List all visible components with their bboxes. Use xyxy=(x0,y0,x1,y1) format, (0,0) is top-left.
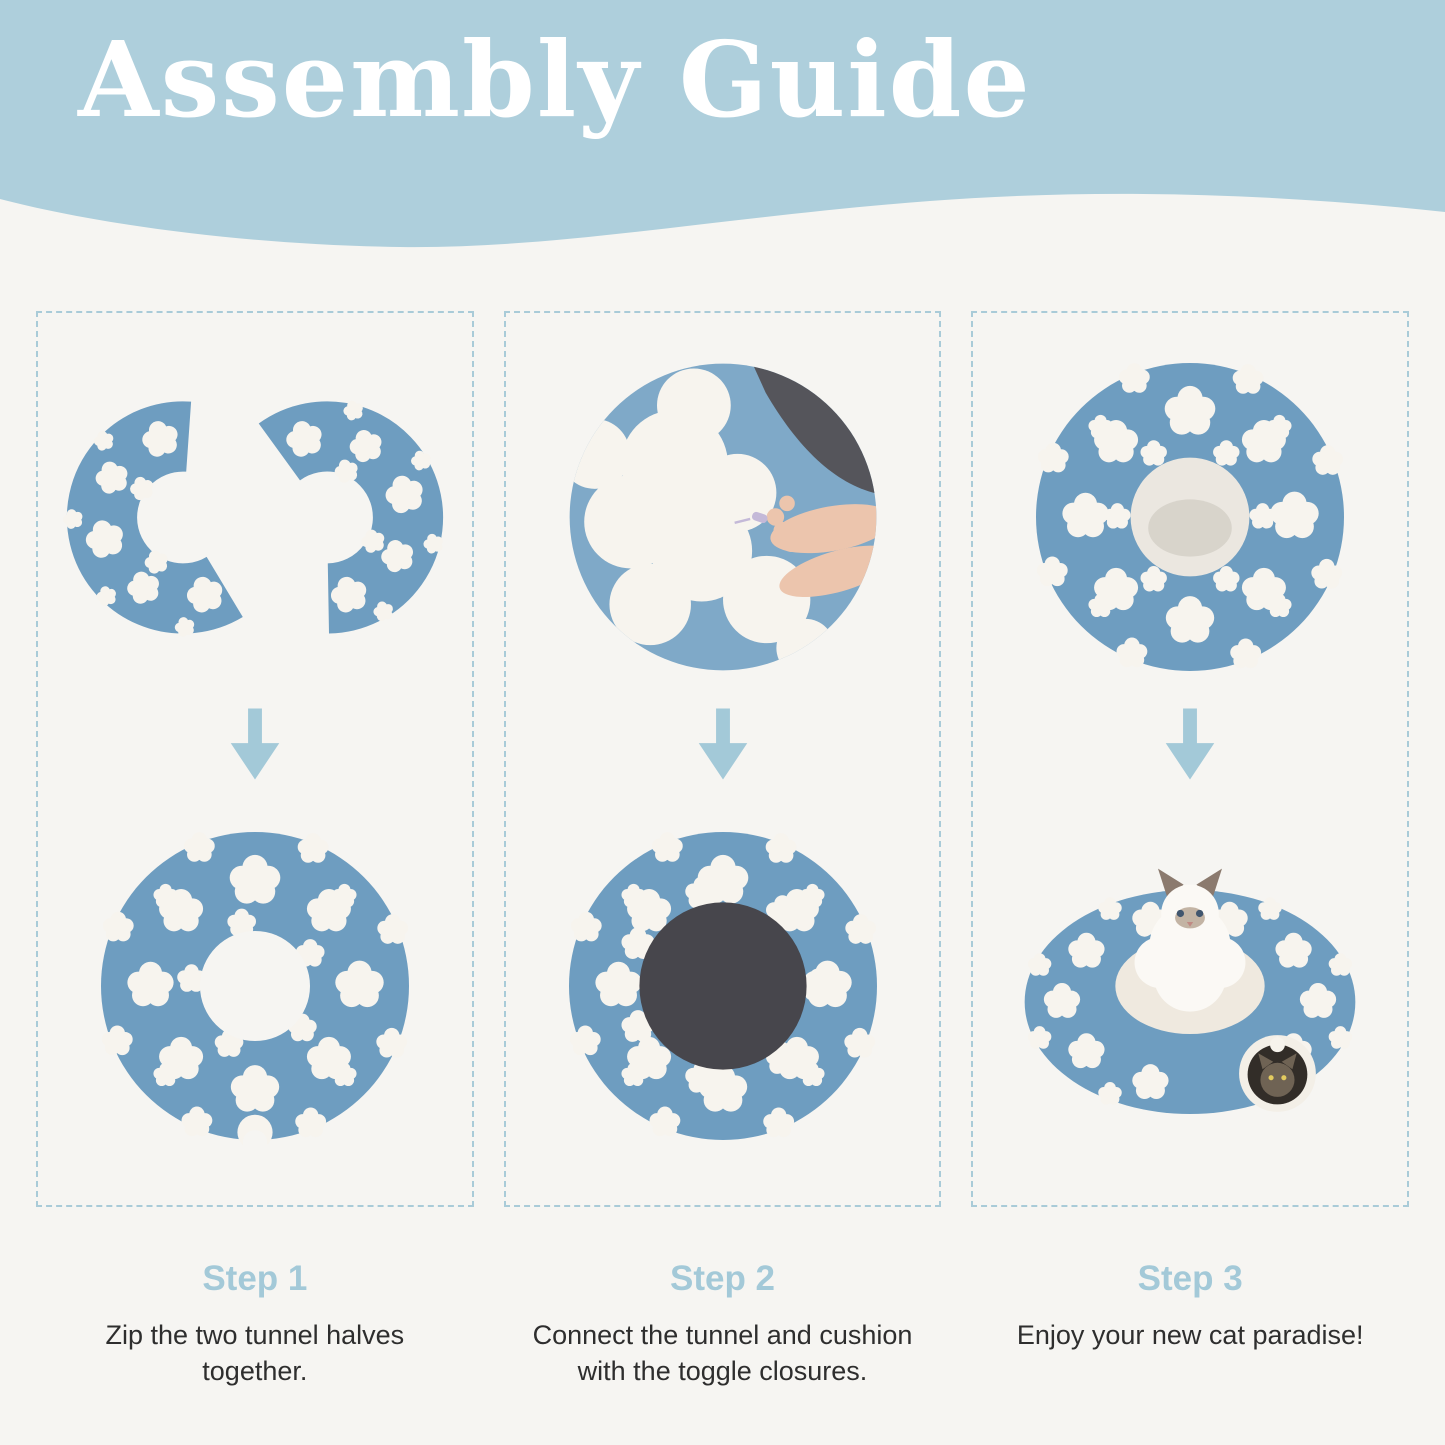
step-2-arrow xyxy=(697,698,749,790)
step-3-panel: Step 3 Enjoy your new cat paradise! xyxy=(971,311,1410,1390)
toggle-closure-closeup-illustration xyxy=(569,363,876,671)
page-title: Assembly Guide xyxy=(78,18,1032,141)
step-3-top-illustration xyxy=(1014,339,1366,695)
step-2-illustration-box xyxy=(503,311,942,1207)
step-1-top-illustration xyxy=(57,339,453,695)
toy-ball xyxy=(1270,1037,1286,1053)
step-1-arrow xyxy=(229,698,281,790)
cat-ear-left xyxy=(1158,868,1184,899)
down-arrow-icon xyxy=(1165,708,1215,780)
hands xyxy=(766,495,876,598)
down-arrow-icon xyxy=(230,708,280,780)
down-arrow-icon xyxy=(698,708,747,780)
zipped-tunnel-ring-illustration xyxy=(79,810,431,1155)
step-2-top-illustration xyxy=(558,339,888,695)
header-banner: Assembly Guide xyxy=(0,0,1445,188)
wave-divider xyxy=(0,187,1445,248)
step-2-panel: Step 2 Connect the tunnel and cushion wi… xyxy=(503,311,942,1390)
white-cat xyxy=(1134,868,1246,1012)
step-3-bottom-illustration xyxy=(998,793,1382,1179)
peeking-cat xyxy=(1260,1062,1295,1097)
tunnel-halves-illustration xyxy=(60,397,446,638)
dark-cushion xyxy=(638,902,807,1070)
step-1-description: Zip the two tunnel halves together. xyxy=(105,1320,405,1387)
step-2-label: Step 2 xyxy=(669,1259,776,1298)
step-1-label: Step 1 xyxy=(202,1259,308,1298)
tunnel-half-left xyxy=(60,400,243,638)
step-2-description: Connect the tunnel and cushion with the … xyxy=(532,1320,913,1387)
cat-in-finished-bed-illustration xyxy=(1024,868,1356,1114)
tunnel-with-dark-cushion-illustration xyxy=(547,810,899,1162)
step-1-panel: Step 1 Zip the two tunnel halves togethe… xyxy=(36,311,474,1390)
tunnel-half-right xyxy=(258,397,446,634)
step-1-bottom-illustration xyxy=(79,793,431,1179)
step-3-label: Step 3 xyxy=(1137,1259,1243,1298)
step-3-description: Enjoy your new cat paradise! xyxy=(1016,1320,1364,1350)
tunnel-side-hole xyxy=(1239,1035,1317,1112)
steps-row: Step 1 Zip the two tunnel halves togethe… xyxy=(0,311,1445,1390)
step-3-arrow xyxy=(1164,698,1216,790)
toggle-closure xyxy=(733,511,767,525)
cat-ear-right xyxy=(1196,868,1223,899)
step-1-illustration-box xyxy=(36,311,474,1207)
step-2-bottom-illustration xyxy=(547,793,899,1179)
finished-ring-top-view-illustration xyxy=(1014,341,1366,693)
step-3-illustration-box xyxy=(971,311,1410,1207)
